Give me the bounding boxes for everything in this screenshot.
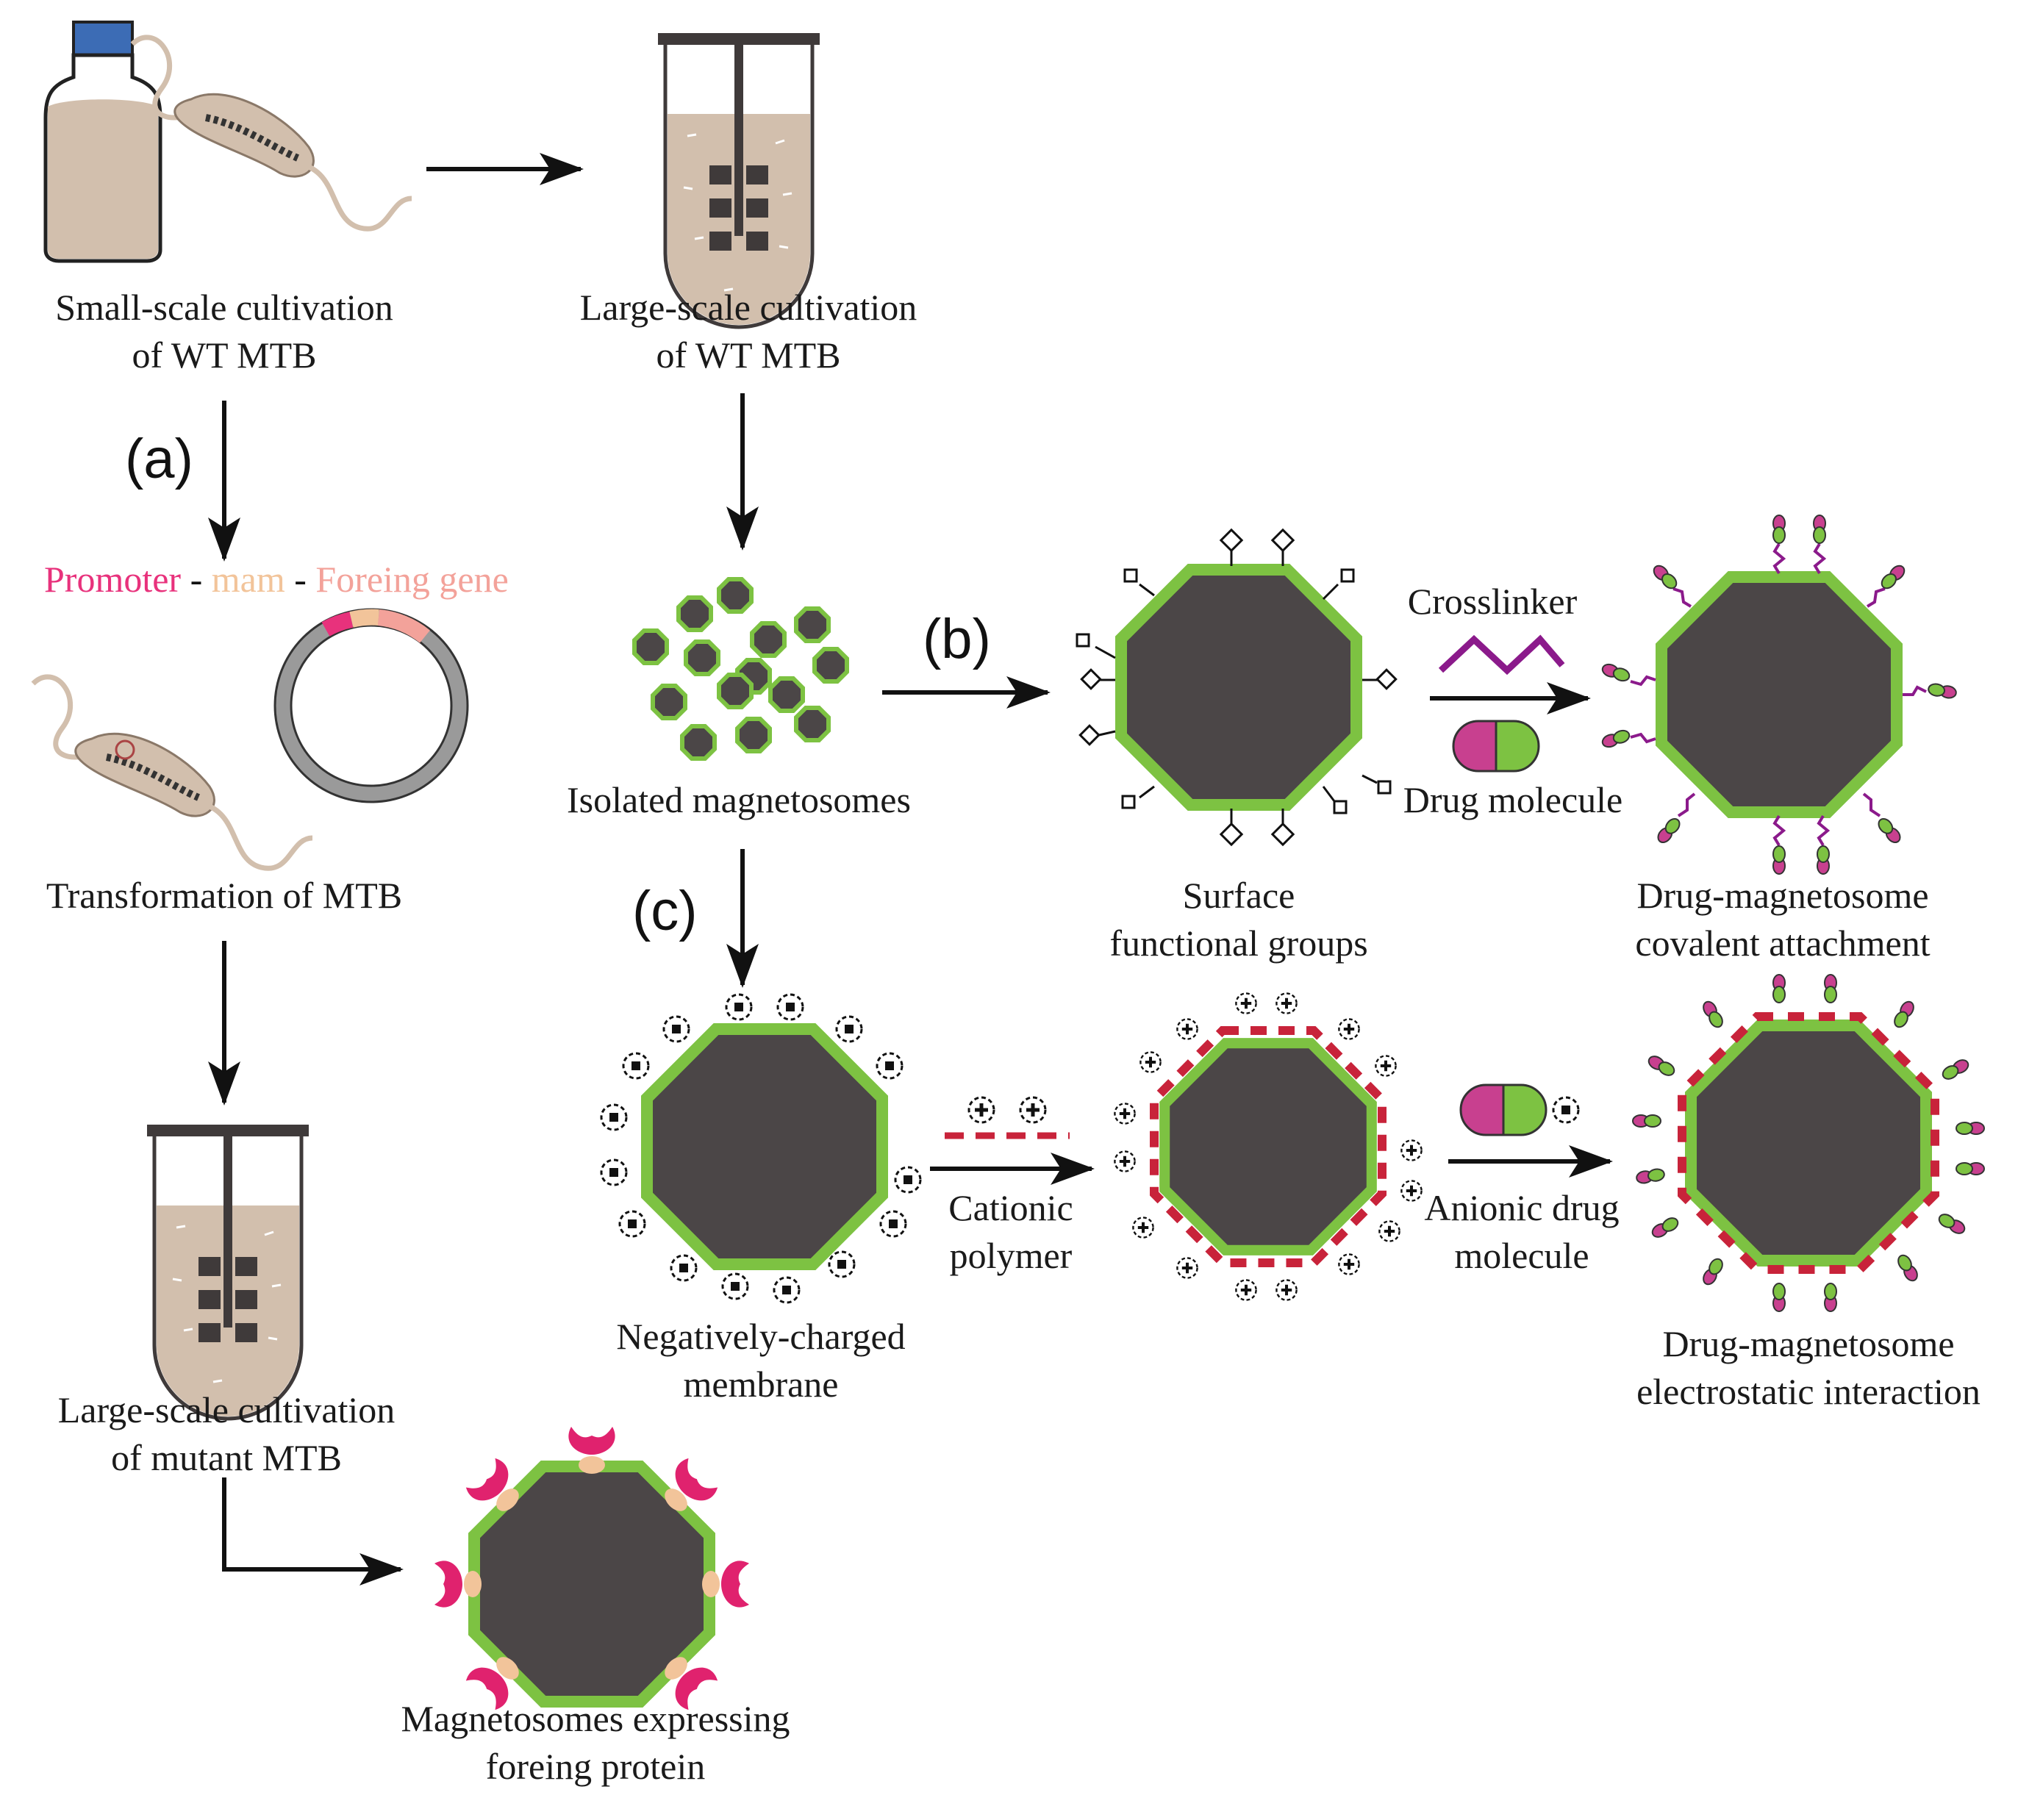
gene-sep-1: - <box>181 559 212 600</box>
caption-large-scale-wt-2: of WT MTB <box>656 334 841 376</box>
plasmid-icon <box>273 608 469 803</box>
caption-anionic-2: molecule <box>1454 1235 1589 1276</box>
magnetosome-negative-membrane <box>600 993 922 1304</box>
gene-sep-2: - <box>285 559 316 600</box>
label-a: (a) <box>125 428 193 490</box>
caption-neg-membrane-1: Negatively-charged <box>616 1316 905 1357</box>
caption-transformation: Transformation of MTB <box>46 875 402 916</box>
caption-surface-2: functional groups <box>1109 922 1367 964</box>
caption-crosslinker: Crosslinker <box>1408 581 1578 622</box>
bacterium-icon <box>132 37 412 229</box>
caption-expressing-2: foreing protein <box>486 1746 706 1787</box>
arrow-to-expressing <box>222 1477 404 1586</box>
magnetosome-electrostatic <box>1632 974 1985 1312</box>
caption-covalent-1: Drug-magnetosome <box>1636 875 1928 916</box>
caption-electrostatic-2: electrostatic interaction <box>1636 1371 1981 1412</box>
cationic-polymer-icon <box>945 1097 1070 1139</box>
caption-cationic-2: polymer <box>950 1235 1073 1276</box>
label-b: (b) <box>923 608 991 670</box>
magnetosome-polymer-coated <box>1114 993 1421 1300</box>
caption-large-scale-wt-1: Large-scale cultivation <box>580 287 917 328</box>
isolated-magnetosomes-cluster <box>634 579 847 759</box>
magnetosome-covalent <box>1600 515 1958 875</box>
caption-expressing-1: Magnetosomes expressing <box>401 1698 790 1739</box>
caption-anionic-1: Anionic drug <box>1424 1187 1619 1228</box>
caption-electrostatic-1: Drug-magnetosome <box>1662 1323 1954 1364</box>
gene-mam: mam <box>212 559 285 600</box>
caption-surface-1: Surface <box>1183 875 1295 916</box>
magnetosome-expressing-protein <box>434 1427 749 1712</box>
caption-neg-membrane-2: membrane <box>683 1364 838 1405</box>
anionic-drug-icon <box>1459 1083 1548 1136</box>
caption-small-scale-2: of WT MTB <box>132 334 317 376</box>
caption-large-scale-mut-1: Large-scale cultivation <box>58 1389 396 1430</box>
caption-drug-molecule: Drug molecule <box>1403 779 1623 820</box>
caption-small-scale-1: Small-scale cultivation <box>55 287 393 328</box>
label-c: (c) <box>632 880 698 942</box>
fermenter-icon <box>658 33 820 327</box>
caption-large-scale-mut-2: of mutant MTB <box>111 1437 342 1478</box>
gene-construct: Promoter - mam - Foreing gene <box>44 559 509 600</box>
negative-charge-icon <box>1552 1096 1580 1124</box>
caption-covalent-2: covalent attachment <box>1635 922 1930 964</box>
fermenter-mutant-icon <box>147 1125 309 1419</box>
gene-foreign: Foreing gene <box>315 559 508 600</box>
drug-capsule-icon <box>1452 720 1540 773</box>
caption-cationic-1: Cationic <box>948 1187 1073 1228</box>
gene-promoter: Promoter <box>44 559 181 600</box>
transformed-bacterium-icon <box>33 677 312 868</box>
magnetosome-surface-groups <box>1076 528 1398 847</box>
culture-bottle <box>43 21 162 263</box>
caption-isolated: Isolated magnetosomes <box>567 779 911 820</box>
crosslinker-icon <box>1438 634 1565 676</box>
